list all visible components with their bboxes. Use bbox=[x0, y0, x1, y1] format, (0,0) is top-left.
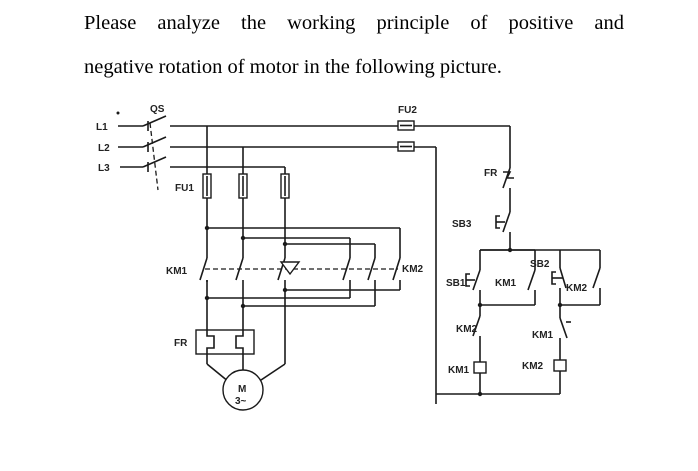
label-FR-main: FR bbox=[174, 338, 188, 349]
control-return-line bbox=[436, 391, 560, 397]
label-SB3: SB3 bbox=[452, 219, 472, 230]
forward-branch bbox=[465, 249, 536, 394]
mechanical-interlock-dashed bbox=[205, 261, 398, 276]
fu1-fuses bbox=[202, 173, 290, 199]
label-KM1-interlock: KM1 bbox=[532, 330, 554, 341]
label-KM2-coil: KM2 bbox=[522, 361, 544, 372]
question-line-1: Please analyze the working principle of … bbox=[84, 12, 624, 34]
fr-thermal-relay bbox=[195, 329, 255, 355]
label-L1: L1 bbox=[96, 122, 108, 133]
sb3-stop-button bbox=[480, 211, 600, 253]
fr-nc-contact bbox=[502, 167, 514, 212]
power-lines bbox=[116, 111, 143, 168]
label-SB1: SB1 bbox=[446, 278, 466, 289]
km1-main-contacts bbox=[199, 257, 286, 282]
km2-main-contacts bbox=[342, 257, 401, 281]
label-motor-phase: 3~ bbox=[235, 396, 247, 407]
label-SB2: SB2 bbox=[530, 259, 550, 270]
question-text: Please analyze the working principle of … bbox=[84, 6, 624, 84]
fu2-fuses bbox=[397, 120, 511, 404]
label-KM1-main: KM1 bbox=[166, 266, 188, 277]
label-FU2: FU2 bbox=[398, 105, 417, 116]
main-circuit-wiring bbox=[204, 126, 401, 383]
label-KM1-hold: KM1 bbox=[495, 278, 517, 289]
label-motor-M: M bbox=[238, 384, 246, 395]
reverse-branch bbox=[551, 250, 601, 394]
label-L2: L2 bbox=[98, 143, 110, 154]
label-KM1-coil: KM1 bbox=[448, 365, 470, 376]
label-KM2-hold: KM2 bbox=[566, 283, 588, 294]
label-KM2-main: KM2 bbox=[402, 264, 424, 275]
motor bbox=[222, 369, 264, 411]
label-KM2-interlock: KM2 bbox=[456, 324, 478, 335]
question-line-2: negative rotation of motor in the follow… bbox=[84, 56, 502, 78]
label-FR-control: FR bbox=[484, 168, 498, 179]
label-L3: L3 bbox=[98, 163, 110, 174]
label-FU1: FU1 bbox=[175, 183, 194, 194]
label-QS: QS bbox=[150, 104, 165, 115]
qs-knife-switch bbox=[142, 115, 400, 191]
